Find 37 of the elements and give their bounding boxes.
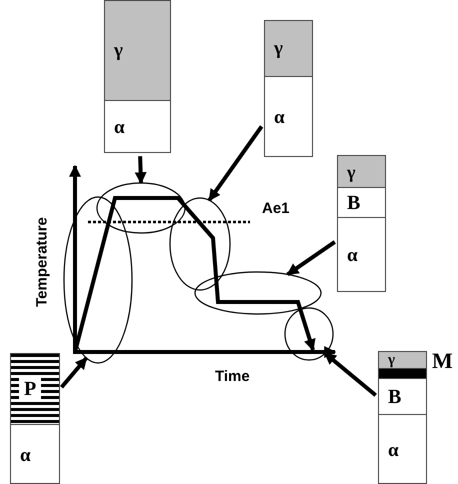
arrow [208,125,264,202]
phase-label: γ [112,41,123,60]
phase-label: B [387,386,402,406]
phase-label: α [387,440,399,460]
phase-region [379,352,426,368]
phase-label: M [432,350,453,372]
phase-region [105,1,170,100]
reference-line-label: Ae1 [262,201,290,216]
ellipse-outline [63,196,133,364]
ellipse-outline [194,271,322,315]
phase-label: α [346,246,358,265]
phase-label: α [19,446,31,464]
ellipse-outline [96,182,186,234]
phase-label: γ [387,352,396,368]
phase-region [338,156,385,187]
phase-label: P [19,376,42,402]
phase-label: γ [272,39,283,58]
ellipse-outline [284,307,334,361]
phase-label: α [273,108,285,127]
arrow [324,352,377,397]
microstructure-column [378,351,427,484]
arrow [60,356,88,389]
axis-label: Time [215,369,250,384]
microstructure-column [337,155,386,292]
phase-label: α [113,118,125,137]
microstructure-column [10,353,60,484]
phase-band [379,368,426,378]
ellipse-outline [169,197,231,291]
axis-label: Temperature [34,217,50,307]
microstructure-column [264,20,313,157]
arrow [286,240,336,276]
phase-region [11,354,59,424]
phase-region [265,21,312,76]
microstructure-column [104,0,171,153]
phase-label: γ [346,162,356,180]
arrow [134,156,147,184]
phase-label: B [346,192,360,212]
